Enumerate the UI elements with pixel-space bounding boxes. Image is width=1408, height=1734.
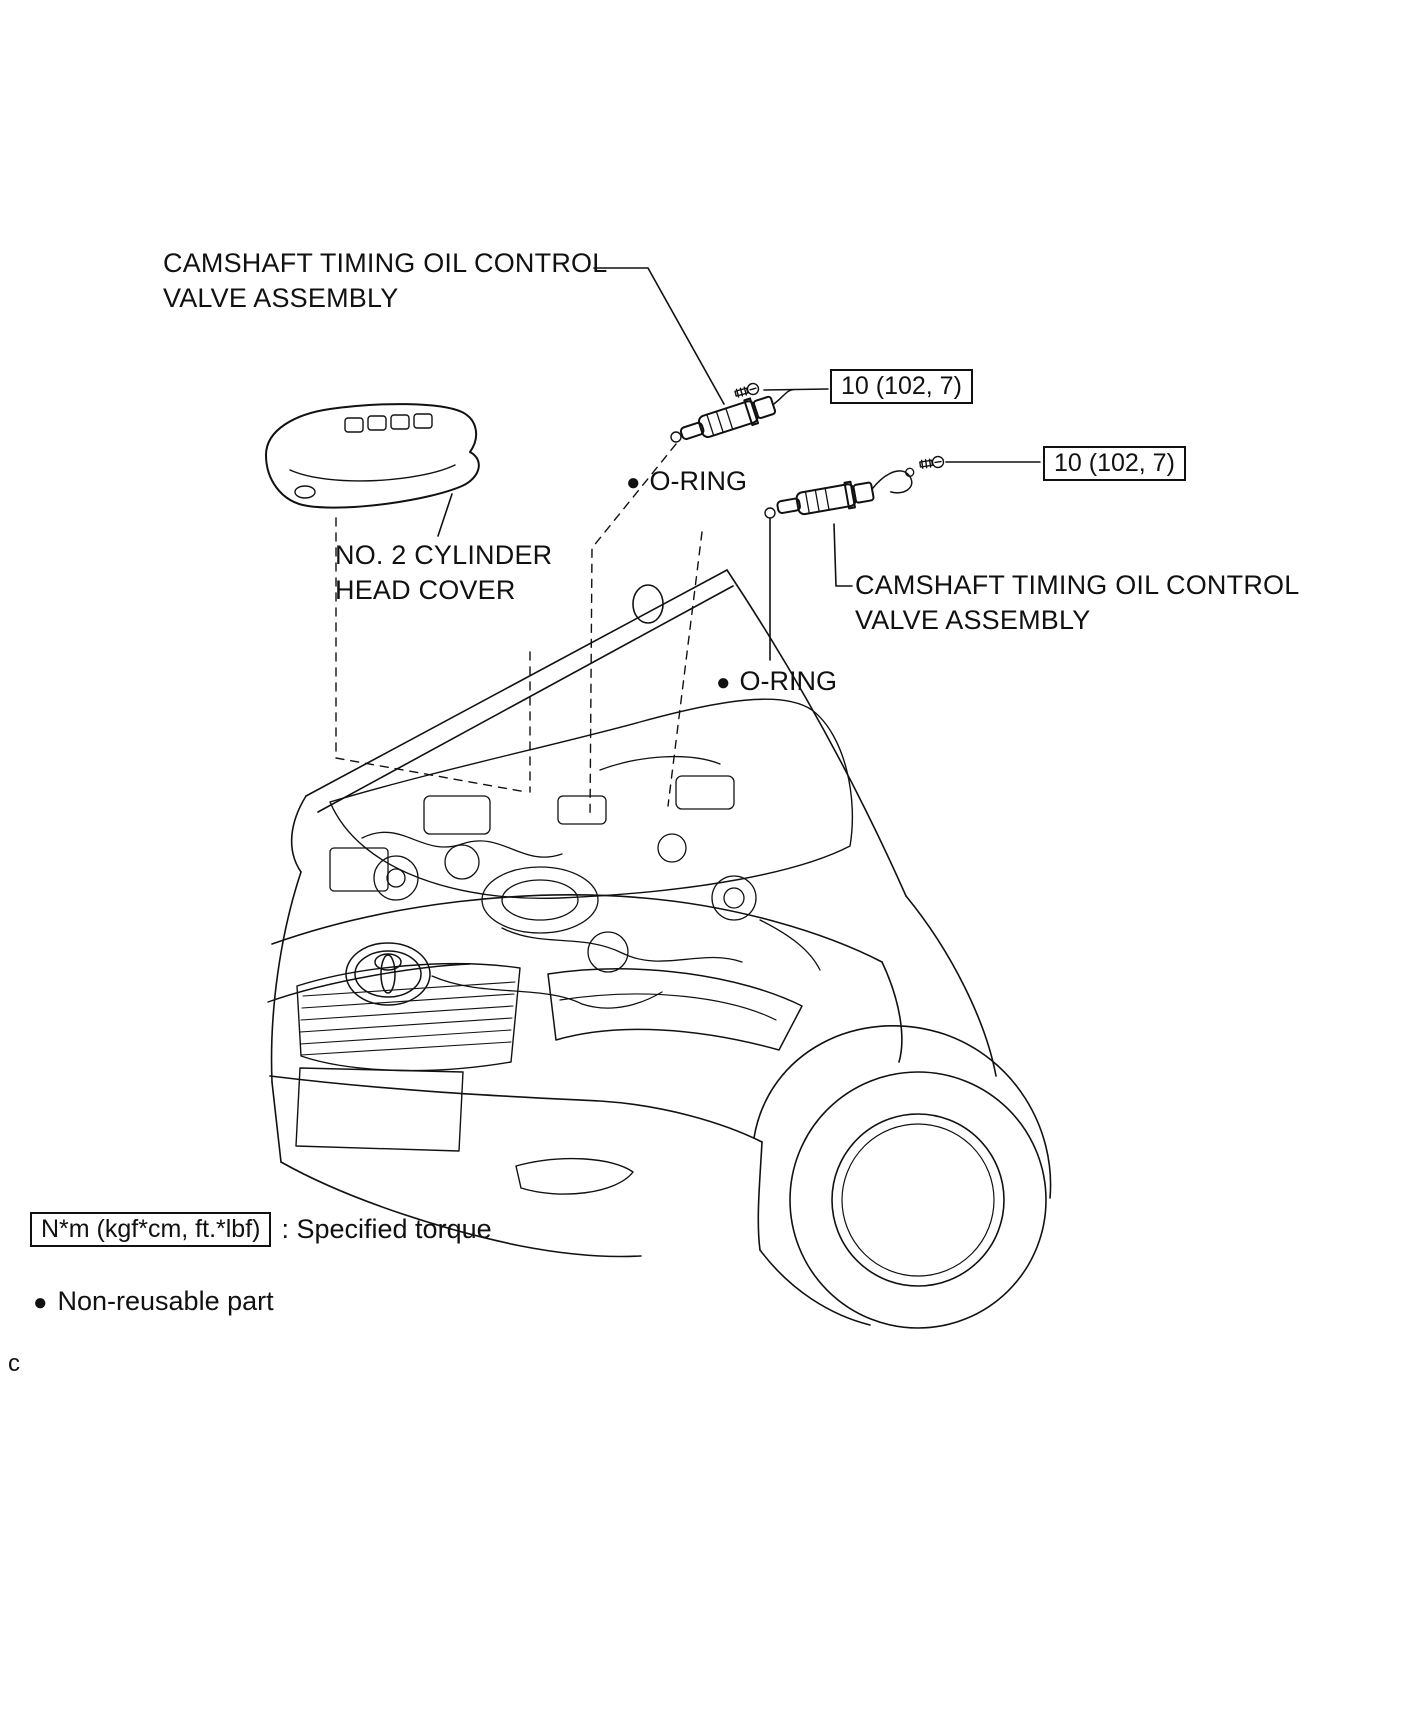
callout-o-ring-bottom: ● O-RING [716, 666, 837, 697]
front-wheel [753, 1025, 1052, 1329]
front-grille [296, 963, 521, 1072]
callout-text-line: VALVE ASSEMBLY [163, 283, 399, 313]
page-corner-letter: c [8, 1350, 20, 1377]
projection-dashed-lines [335, 443, 703, 819]
headlight [547, 968, 803, 1051]
torque-spec-box-right: 10 (102, 7) [1043, 446, 1186, 481]
non-reusable-bullet-icon: ● [33, 1288, 48, 1316]
o-ring-label-text: O-RING [649, 466, 748, 496]
mounting-bolt-1 [734, 382, 760, 398]
o-ring-2-mark [764, 507, 776, 519]
license-plate [295, 1067, 464, 1152]
legend-torque-units-box: N*m (kgf*cm, ft.*lbf) [30, 1212, 272, 1247]
no2-cylinder-head-cover-part [265, 403, 480, 509]
callout-text-line: HEAD COVER [335, 575, 516, 605]
o-ring-label-text: O-RING [739, 666, 838, 696]
mounting-bolt-2 [919, 455, 945, 469]
legend-non-reusable: ● Non-reusable part [33, 1286, 274, 1317]
callout-camshaft-valve-top: CAMSHAFT TIMING OIL CONTROL VALVE ASSEMB… [163, 246, 607, 316]
legend-torque-description: : Specified torque [281, 1214, 492, 1244]
oil-control-valve-part-1 [679, 388, 795, 440]
callout-camshaft-valve-right: CAMSHAFT TIMING OIL CONTROL VALVE ASSEMB… [855, 568, 1299, 638]
toyota-emblem [345, 942, 431, 1006]
non-reusable-bullet-icon: ● [716, 668, 731, 696]
callout-text-line: CAMSHAFT TIMING OIL CONTROL [163, 248, 608, 278]
callout-text-line: NO. 2 CYLINDER [335, 540, 553, 570]
callout-o-ring-top: ● O-RING [626, 466, 747, 497]
fog-lamp [515, 1157, 634, 1195]
car-line-art [267, 569, 1052, 1329]
torque-spec-box-top: 10 (102, 7) [830, 369, 973, 404]
leader-lines [437, 267, 1041, 661]
callout-text-line: CAMSHAFT TIMING OIL CONTROL [855, 570, 1300, 600]
callout-head-cover: NO. 2 CYLINDER HEAD COVER [335, 538, 552, 608]
callout-text-line: VALVE ASSEMBLY [855, 605, 1091, 635]
o-ring-1-mark [670, 431, 682, 443]
engine-bay-details [329, 755, 821, 1009]
legend-torque: N*m (kgf*cm, ft.*lbf) : Specified torque [30, 1212, 492, 1247]
legend-non-reusable-text: Non-reusable part [57, 1286, 274, 1316]
oil-control-valve-part-2 [776, 467, 915, 516]
non-reusable-bullet-icon: ● [626, 468, 641, 496]
